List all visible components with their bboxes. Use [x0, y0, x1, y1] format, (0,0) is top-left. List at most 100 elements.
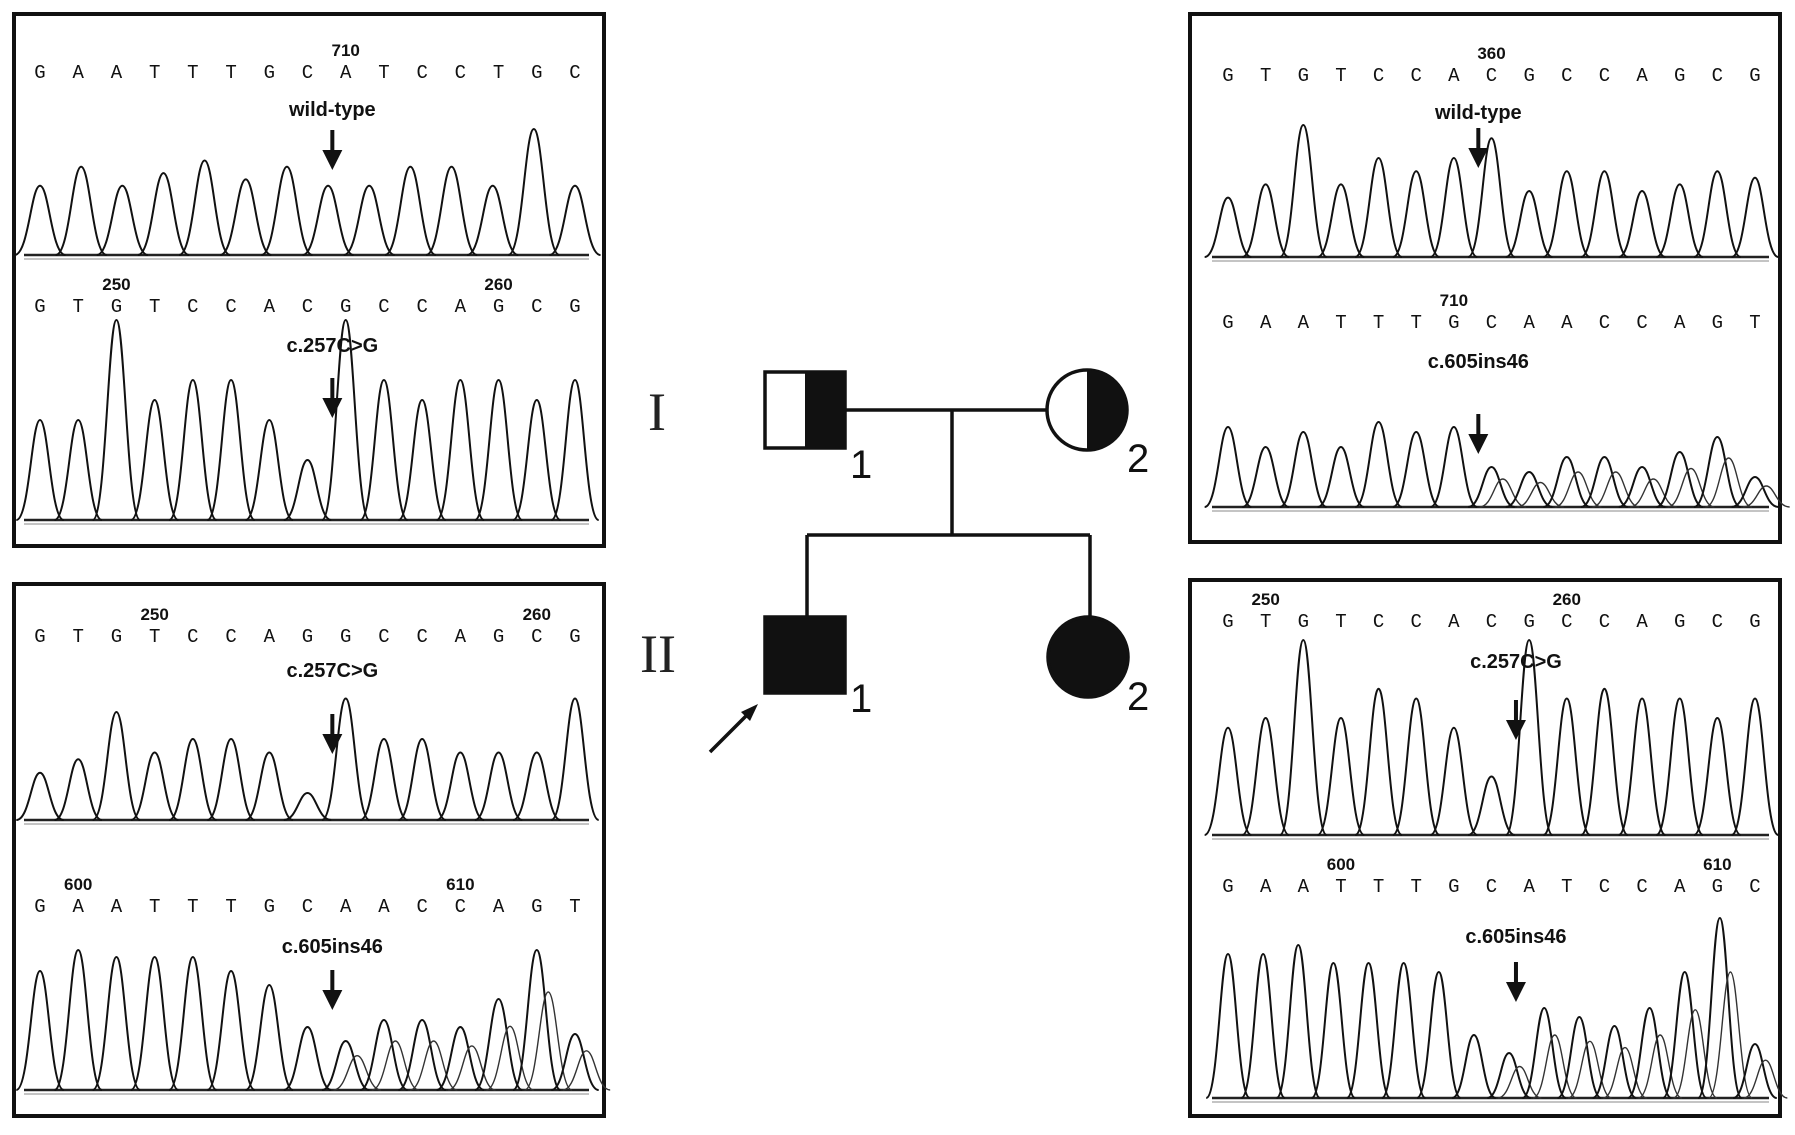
base-letter: G: [1712, 876, 1723, 898]
base-letter: C: [1712, 65, 1723, 87]
trace-peak: [137, 172, 190, 256]
trace-peak: [14, 184, 66, 256]
trace-peak: [1275, 943, 1322, 1099]
base-letter: C: [1561, 65, 1572, 87]
base-letter: G: [1222, 876, 1233, 898]
trace-peak: [1730, 697, 1780, 836]
trace-overlap-peak: [1567, 1040, 1612, 1099]
base-letter: C: [1749, 876, 1760, 898]
trace-peak: [283, 1025, 332, 1091]
trace-peak: [1354, 687, 1403, 836]
trace-peak: [1467, 775, 1516, 836]
trace-peak: [219, 178, 272, 256]
carrier-half-fill: [1087, 370, 1127, 450]
trace-peak: [1557, 1015, 1602, 1099]
trace-peak: [507, 127, 560, 256]
base-letter: C: [1373, 65, 1384, 87]
proband-arrow-icon: [741, 704, 758, 721]
base-letter: T: [1373, 876, 1384, 898]
position-number: 600: [1327, 855, 1355, 874]
member-number: 2: [1127, 675, 1149, 719]
trace-peak: [512, 751, 561, 821]
trace-peak: [473, 378, 524, 521]
base-letter: G: [1222, 312, 1233, 334]
base-letter: C: [416, 896, 427, 918]
trace-peak: [91, 955, 142, 1091]
base-letter: C: [1599, 312, 1610, 334]
trace-overlap-peak: [409, 1040, 458, 1091]
trace-peak: [359, 1018, 409, 1091]
down-arrow-icon: [322, 734, 343, 754]
base-letter: C: [1486, 611, 1497, 633]
trace-peak: [1521, 1006, 1567, 1099]
variant-label: c.257C>G: [286, 660, 378, 682]
base-letter: A: [1674, 312, 1686, 334]
position-number: 710: [332, 41, 360, 60]
trace-peak: [1693, 716, 1742, 836]
trace-peak: [1354, 156, 1403, 258]
trace-peak: [1617, 697, 1667, 836]
base-letter: A: [1523, 312, 1535, 334]
trace-peak: [1542, 697, 1592, 836]
trace-peak: [245, 418, 294, 521]
trace-overlap-peak: [1532, 1034, 1577, 1099]
down-arrow-icon: [1505, 982, 1526, 1002]
base-letter: G: [264, 896, 275, 918]
base-letter: G: [493, 296, 504, 318]
trace-peak: [168, 378, 218, 521]
position-number: 260: [523, 605, 551, 624]
trace-peak: [550, 1032, 600, 1091]
base-letter: G: [1523, 65, 1534, 87]
base-letter: G: [1749, 611, 1760, 633]
pedigree-member-II-2: 2: [1046, 615, 1149, 719]
base-letter: C: [1712, 611, 1723, 633]
base-letter: A: [455, 626, 467, 648]
base-letter: C: [455, 62, 466, 84]
trace-peak: [1697, 916, 1743, 1099]
base-letter: A: [493, 896, 505, 918]
trace-peak: [1240, 952, 1286, 1099]
base-letter: G: [111, 296, 122, 318]
trace-peak: [1317, 445, 1365, 508]
trace-peak: [1316, 716, 1366, 836]
trace-peak: [54, 418, 103, 521]
pedigree-member-II-1: 1: [708, 615, 872, 754]
base-letter: T: [73, 626, 84, 648]
trace-overlap-peak: [333, 1054, 382, 1091]
trace-peak: [1732, 1042, 1778, 1099]
trace-overlap-peak: [1742, 485, 1790, 508]
trace-peak: [1310, 961, 1357, 1099]
base-letter: A: [1523, 876, 1535, 898]
member-number: 1: [850, 443, 872, 487]
trace-peak: [321, 1039, 370, 1091]
base-letter: C: [302, 296, 313, 318]
trace-peak: [425, 165, 478, 256]
base-letter: C: [455, 896, 466, 918]
trace-peak: [260, 165, 313, 256]
trace-peak: [1505, 189, 1553, 258]
variant-label: c.605ins46: [1465, 926, 1566, 948]
base-letter: G: [1222, 65, 1233, 87]
down-arrow-icon: [322, 990, 343, 1010]
position-number: 250: [140, 605, 168, 624]
base-letter: C: [1486, 312, 1497, 334]
trace-peak: [435, 378, 486, 521]
trace-peak: [384, 165, 437, 256]
base-letter: G: [1222, 611, 1233, 633]
trace-peak: [206, 737, 256, 821]
trace-peak: [1661, 970, 1708, 1099]
base-letter: G: [569, 296, 580, 318]
trace-overlap-peak: [1479, 478, 1527, 508]
trace-peak: [129, 955, 180, 1091]
base-letter: G: [1298, 611, 1309, 633]
trace-peak: [1580, 455, 1629, 508]
base-letter: G: [1674, 611, 1685, 633]
base-letter: T: [1411, 312, 1422, 334]
base-letter: T: [569, 896, 580, 918]
panel-3-frame: [1188, 12, 1782, 544]
